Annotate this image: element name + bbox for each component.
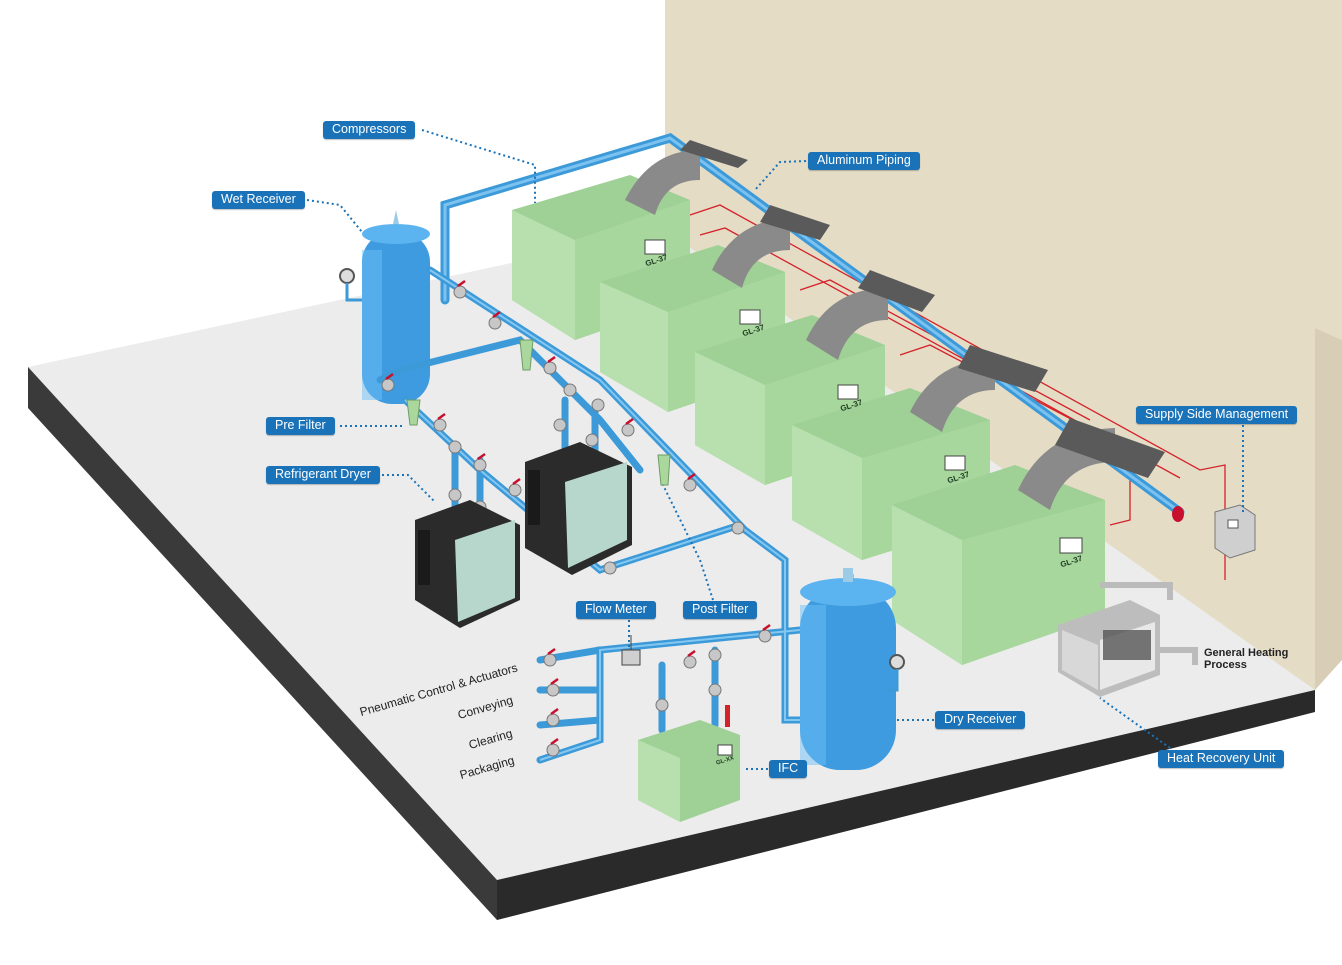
pressure-gauge-icon xyxy=(888,654,905,692)
refrigerant-dryer-callout: Refrigerant Dryer xyxy=(266,466,380,484)
ifc-unit xyxy=(638,705,740,822)
header-end-cap xyxy=(1172,506,1184,522)
heat-recovery-unit-callout: Heat Recovery Unit xyxy=(1158,750,1285,768)
wet-receiver-callout: Wet Receiver xyxy=(212,191,305,209)
refrigerant-dryer-1 xyxy=(415,500,520,628)
refrigerant-dryer-2 xyxy=(525,442,632,575)
supply-side-management-callout: Supply Side Management xyxy=(1136,406,1298,424)
aluminum-piping-header xyxy=(440,133,1185,517)
flow-meter-icon xyxy=(621,635,641,666)
signal-lines xyxy=(689,204,1226,580)
general-heating-line1: General Heating xyxy=(1204,647,1289,659)
compressors-callout: Compressors xyxy=(323,121,416,139)
valve-handles xyxy=(385,279,771,746)
flow-meter-callout: Flow Meter xyxy=(576,601,656,619)
post-filter-callout: Post Filter xyxy=(683,601,758,619)
dry-receiver xyxy=(800,568,896,770)
dry-receiver-callout: Dry Receiver xyxy=(935,711,1026,729)
pre-filter-callout: Pre Filter xyxy=(266,417,335,435)
floor-edge-left xyxy=(28,367,497,920)
leader-lines xyxy=(306,129,1244,770)
wet-receiver xyxy=(362,210,430,404)
general-heating-line2: Process xyxy=(1204,659,1247,671)
heat-recovery-unit xyxy=(1058,582,1198,697)
control-panel-icon xyxy=(1214,504,1256,559)
pressure-gauge-icon xyxy=(339,268,362,302)
aluminum-piping-callout: Aluminum Piping xyxy=(808,152,920,170)
general-heating-label: General Heating Process xyxy=(1204,647,1288,671)
exhaust-hoods xyxy=(680,140,1165,478)
compressor-units xyxy=(512,150,1115,665)
floor-edge-front xyxy=(497,690,1315,920)
wall-right-side xyxy=(1315,328,1342,690)
ifc-callout: IFC xyxy=(769,760,808,778)
